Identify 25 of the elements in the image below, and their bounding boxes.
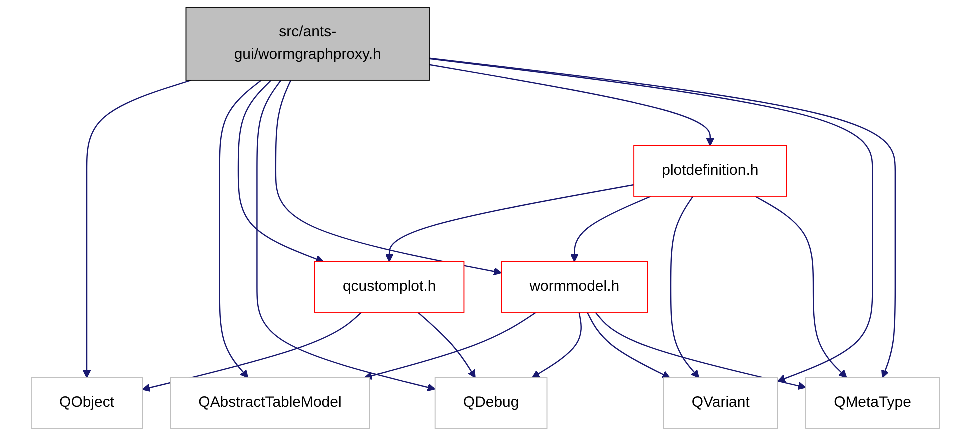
node-box: plotdefinition.h bbox=[633, 145, 787, 197]
node-box: src/ants-gui/wormgraphproxy.h bbox=[185, 7, 430, 81]
arrow bbox=[428, 64, 714, 146]
node-box: QDebug bbox=[434, 378, 548, 429]
node-box: QVariant bbox=[662, 378, 778, 429]
node-box: qcustomplot.h bbox=[314, 262, 464, 313]
arrow bbox=[82, 80, 192, 378]
arrow bbox=[670, 196, 700, 378]
arrow bbox=[594, 312, 806, 390]
arrow bbox=[754, 196, 847, 378]
arrow bbox=[586, 312, 670, 378]
arrow bbox=[384, 184, 634, 262]
arrow bbox=[531, 312, 582, 378]
arrow bbox=[237, 80, 324, 264]
arrow bbox=[256, 80, 436, 392]
arrow bbox=[274, 80, 502, 276]
arrow bbox=[218, 80, 262, 378]
arrow bbox=[570, 196, 652, 262]
arrow bbox=[142, 312, 362, 392]
node-box: QMetaType bbox=[805, 378, 940, 429]
node-box: QAbstractTableModel bbox=[170, 378, 370, 429]
node-box: wormmodel.h bbox=[500, 262, 648, 313]
node-box: QObject bbox=[30, 378, 142, 429]
arrow bbox=[417, 312, 476, 378]
arrow bbox=[364, 312, 536, 380]
